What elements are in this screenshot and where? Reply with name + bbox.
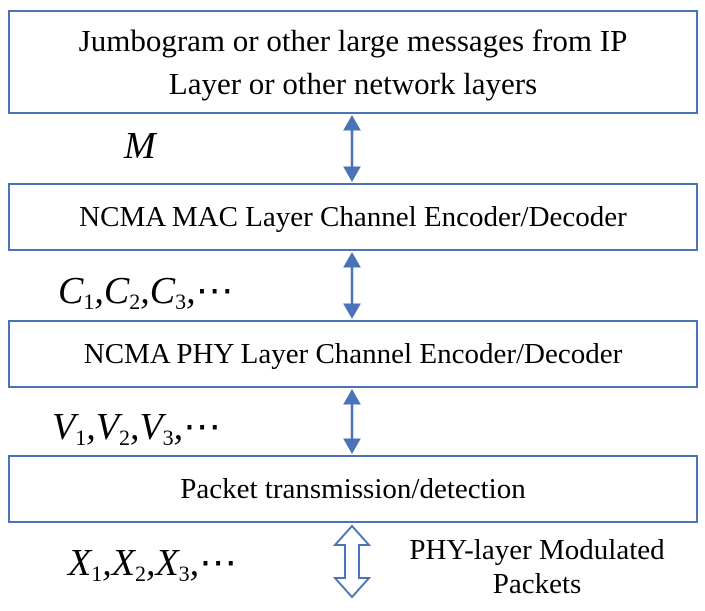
transmission-box: Packet transmission/detection xyxy=(8,455,698,523)
double-arrow-3 xyxy=(343,388,361,455)
mac-layer-label: NCMA MAC Layer Channel Encoder/Decoder xyxy=(79,200,627,233)
hollow-double-arrow xyxy=(332,524,372,599)
ip-layer-line1: Jumbogram or other large messages from I… xyxy=(78,23,628,58)
mac-layer-box: NCMA MAC Layer Channel Encoder/Decoder xyxy=(8,183,698,251)
phy-codeword-sequence: V1,V2,V3,⋯ xyxy=(52,406,222,450)
modulated-packet-sequence: X1,X2,X3,⋯ xyxy=(68,542,238,586)
transmission-label: Packet transmission/detection xyxy=(180,472,526,505)
phy-modulated-packets-note: PHY-layer Modulated Packets xyxy=(409,534,665,600)
mac-codeword-sequence: C1,C2,C3,⋯ xyxy=(58,270,234,314)
phy-layer-label: NCMA PHY Layer Channel Encoder/Decoder xyxy=(83,337,623,370)
ip-layer-box: Jumbogram or other large messages from I… xyxy=(8,10,698,114)
phy-layer-box: NCMA PHY Layer Channel Encoder/Decoder xyxy=(8,320,698,388)
message-symbol: M xyxy=(124,125,156,167)
double-arrow-1 xyxy=(343,114,361,183)
ip-layer-line2: Layer or other network layers xyxy=(168,66,538,101)
double-arrow-2 xyxy=(343,251,361,320)
